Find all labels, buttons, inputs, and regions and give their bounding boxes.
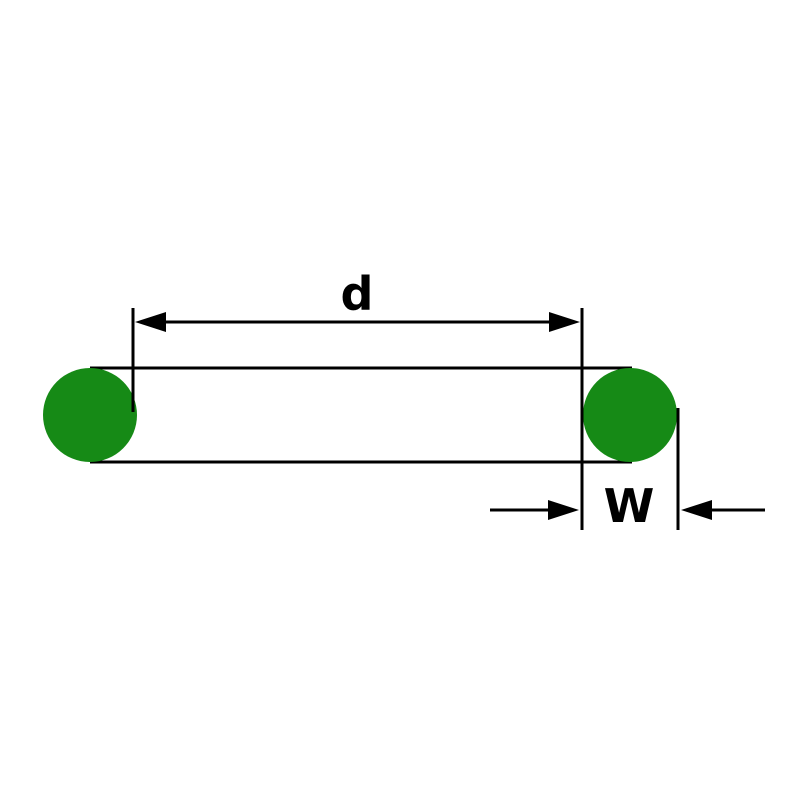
w-arrowhead-left-icon (548, 500, 579, 520)
inner-diameter-label: d (341, 267, 374, 321)
oring-left-cross-section (43, 368, 137, 462)
d-arrowhead-right-icon (549, 312, 580, 332)
w-arrowhead-right-icon (681, 500, 712, 520)
cross-section-width-label: W (604, 479, 655, 533)
d-arrowhead-left-icon (135, 312, 166, 332)
oring-right-cross-section (583, 368, 677, 462)
